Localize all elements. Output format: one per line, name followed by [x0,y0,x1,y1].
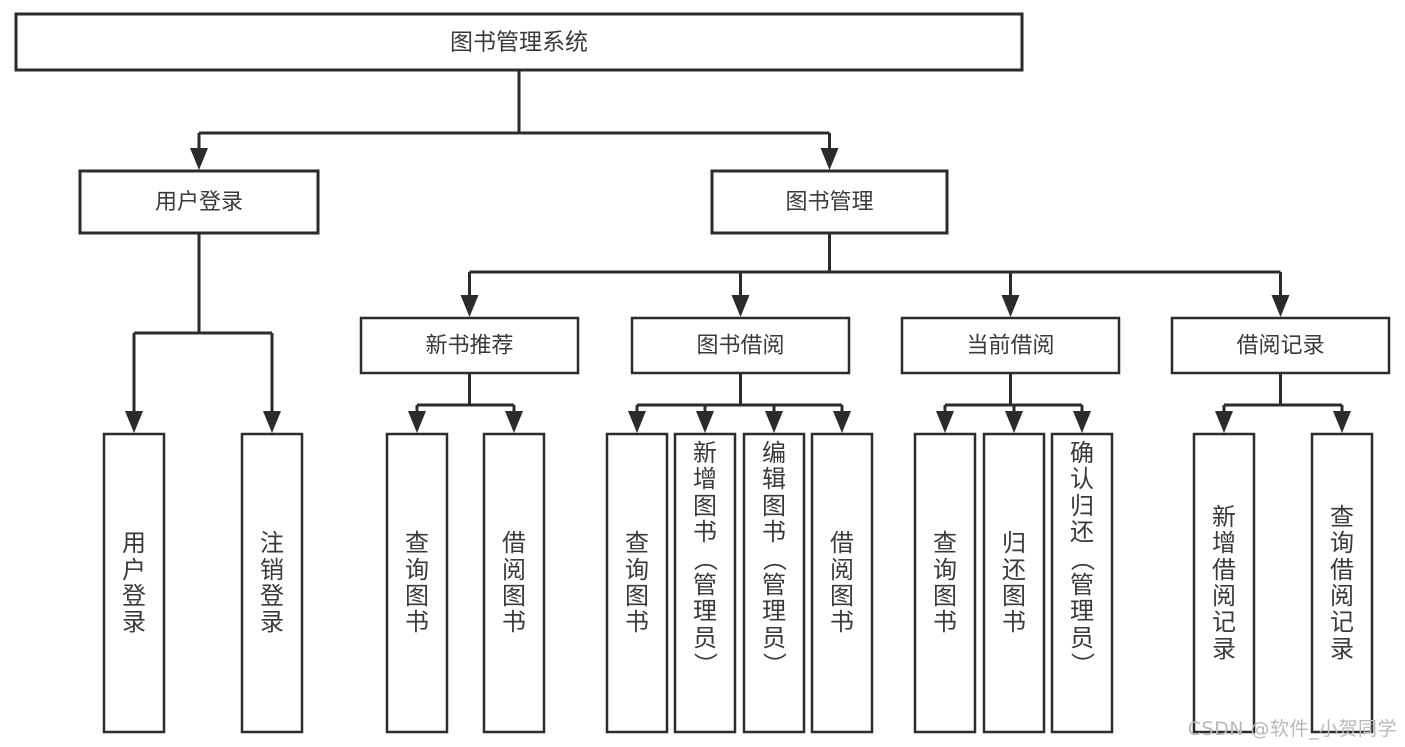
leaf-node-box-leaf-edit-book [742,432,806,734]
arrow-head-icon [125,411,143,433]
arrow-head-icon [936,411,954,433]
leaf-node-box-leaf-borrow-book-1 [482,432,546,734]
level2-node-label-new-book-rec: 新书推荐 [425,334,513,359]
leaf-node-box-leaf-add-record [1192,432,1256,734]
arrow-head-icon [1001,295,1020,317]
level2-node-label-book-borrow: 图书借阅 [696,334,784,359]
leaf-node-box-leaf-query-book-1 [385,432,449,734]
root-node-box [14,12,1024,72]
leaf-node-box-leaf-return-book [982,432,1046,734]
arrow-head-icon [731,295,750,317]
leaf-node-box-leaf-borrow-book-2 [810,432,874,734]
arrow-head-icon [263,411,281,433]
arrow-head-icon [696,411,714,433]
leaf-node-box-leaf-add-book [673,432,737,734]
root-node-label: 图书管理系统 [450,30,588,56]
leaf-node-box-leaf-logout [240,432,304,734]
leaf-node-box-leaf-query-book-3 [913,432,977,734]
boxes-layer [14,12,1391,734]
arrow-head-icon [460,295,479,317]
arrow-head-icon [833,411,851,433]
leaf-node-box-leaf-confirm-return [1050,432,1114,734]
arrow-head-icon [628,411,646,433]
arrow-head-icon [505,411,523,433]
arrow-head-icon [1073,411,1091,433]
level2-node-label-borrow-record: 借阅记录 [1236,334,1324,359]
arrow-head-icon [1271,295,1290,317]
connectors-layer [125,70,1351,433]
arrow-head-icon [408,411,426,433]
arrow-head-icon [1215,411,1233,433]
level2-node-box-book-borrow [630,316,851,375]
arrow-head-icon [190,148,208,170]
level1-node-box-book-manage [710,169,949,235]
watermark: CSDN @软件_小贺同学 [1187,718,1397,740]
level2-node-box-current-borrow [900,316,1121,375]
level1-node-box-user-login [78,169,320,235]
arrow-head-icon [820,148,839,170]
level1-node-label-book-manage: 图书管理 [785,190,873,215]
arrow-head-icon [765,411,783,433]
level2-node-box-new-book-rec [359,316,580,375]
arrow-head-icon [1005,411,1023,433]
level2-node-box-borrow-record [1170,316,1391,375]
leaf-node-box-leaf-user-login [102,432,166,734]
level1-node-label-user-login: 用户登录 [155,190,243,215]
level2-node-label-current-borrow: 当前借阅 [966,334,1054,359]
arrow-head-icon [1333,411,1351,433]
leaf-node-box-leaf-query-record [1310,432,1374,734]
leaf-node-box-leaf-query-book-2 [605,432,669,734]
